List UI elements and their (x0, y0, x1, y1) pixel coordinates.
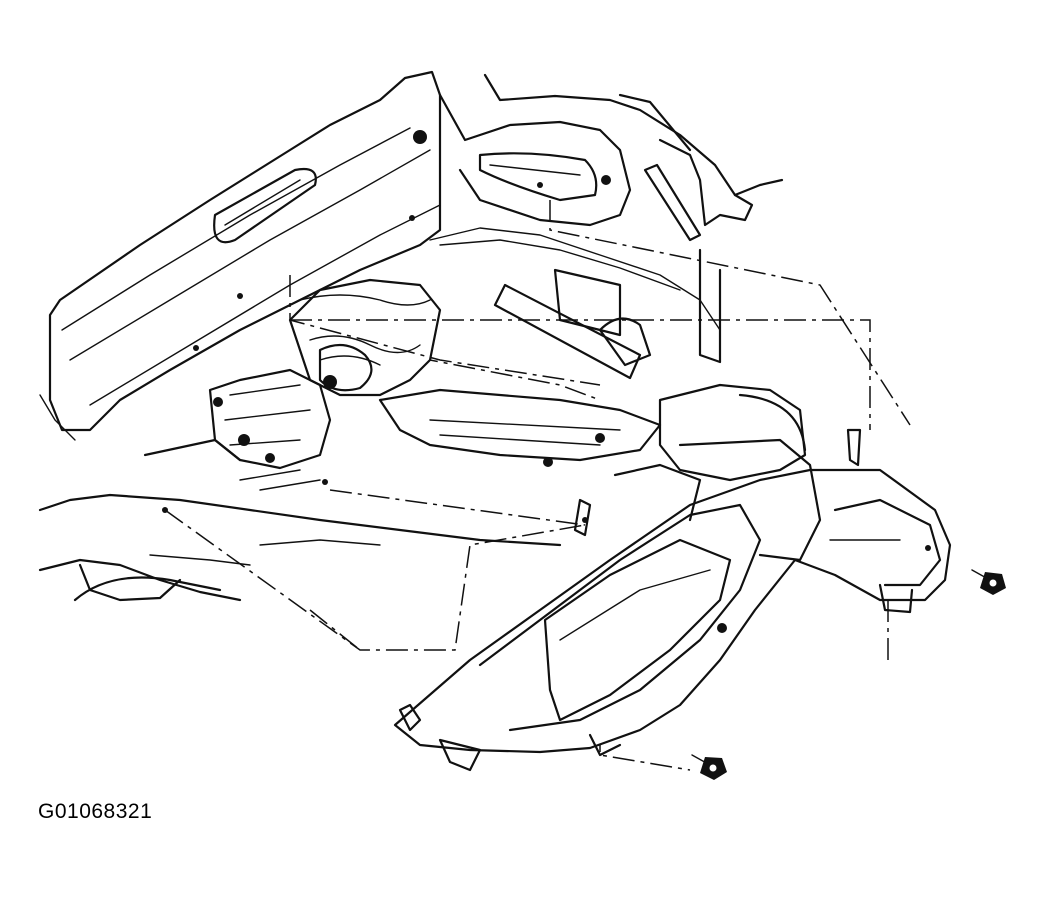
skid-plate (393, 428, 952, 772)
alignment-lines (164, 200, 911, 771)
engine-assembly (143, 278, 442, 470)
figure-id-label: G01068321 (38, 800, 153, 823)
frame-rail-left (39, 70, 442, 441)
upper-crossmember (429, 73, 784, 364)
bolt-bottom (691, 754, 727, 780)
bolt-right (971, 569, 1006, 595)
drive-shaft (378, 268, 807, 482)
lower-frame (38, 469, 562, 602)
